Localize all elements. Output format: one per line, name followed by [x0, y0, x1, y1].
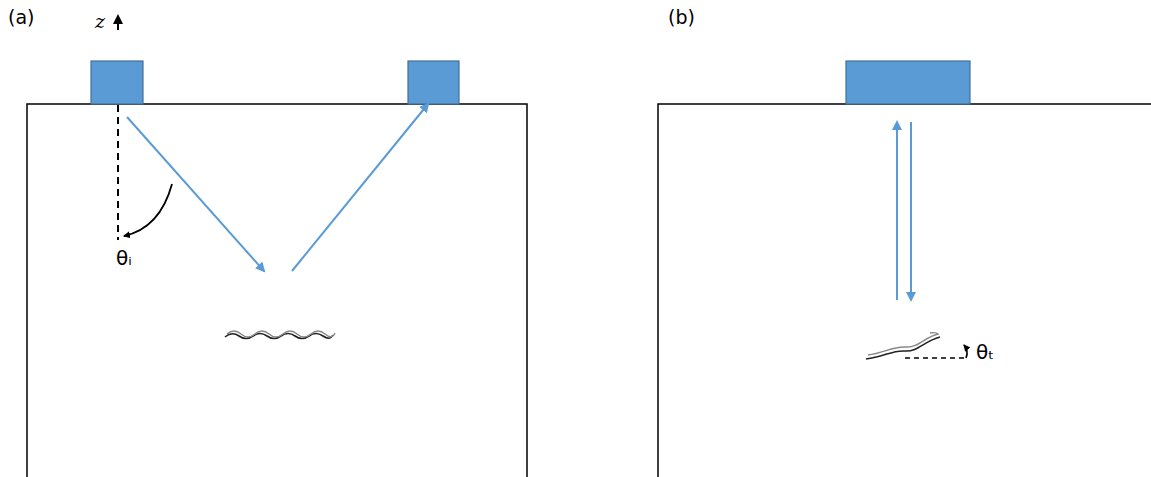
tilted-crack: [866, 337, 940, 359]
receiver-probe: [408, 61, 459, 104]
horizontal-reference: [905, 357, 966, 358]
angle-arc: [124, 184, 172, 236]
z-axis-arrow: [117, 16, 119, 30]
angle-label: θₜ: [976, 342, 994, 362]
normal-line: [117, 105, 119, 240]
tilted-crack: [868, 333, 938, 355]
incident-beam: [910, 122, 912, 300]
crack: [227, 331, 335, 337]
echo-beam: [896, 122, 898, 300]
specimen-outline: [658, 104, 1151, 477]
angle-arc: [964, 345, 967, 358]
panel-label: (b): [668, 8, 695, 27]
transmitter-probe: [91, 61, 143, 104]
reflected-beam: [292, 104, 428, 271]
panel-label: (a): [8, 8, 34, 27]
axis-label: z: [95, 12, 105, 31]
incident-beam: [127, 117, 264, 271]
angle-label: θᵢ: [116, 248, 132, 268]
pulse-echo-probe: [846, 61, 970, 104]
specimen-outline: [27, 104, 527, 477]
